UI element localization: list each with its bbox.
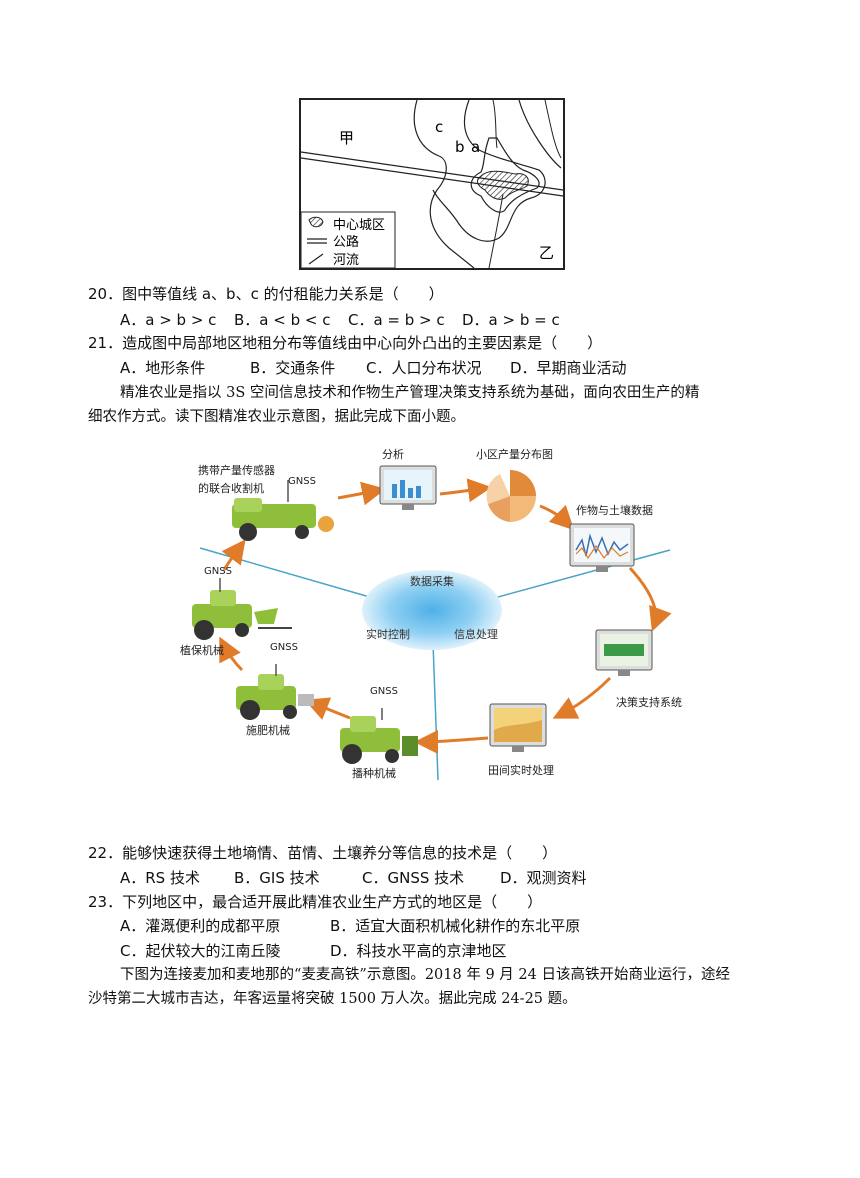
legend-road: 公路: [333, 234, 359, 250]
contour-a: [470, 137, 540, 213]
q20-option-a: A．a > b > c: [120, 311, 217, 329]
q20-option-d: D．a > b = c: [462, 311, 560, 329]
passage-1-line-2: 细农作方式。读下图精准农业示意图，据此完成下面小题。: [88, 409, 465, 425]
q23-option-c: C．起伏较大的江南丘陵: [120, 942, 281, 960]
fertilizer-label: 施肥机械: [246, 723, 290, 737]
analysis-monitor-icon: [379, 465, 437, 510]
q23-option-d: D．科技水平高的京津地区: [330, 942, 507, 960]
q22-option-a: A．RS 技术: [120, 869, 200, 887]
decision-support-monitor-icon: [595, 629, 653, 676]
road: [300, 151, 564, 191]
central-city: [477, 170, 529, 200]
legend-city-icon: [308, 216, 324, 228]
crop-soil-monitor-icon: [569, 523, 635, 572]
passage-2-line-2: 沙特第二大城市吉达，年客运量将突破 1500 万人次。据此完成 24-25 题。: [88, 991, 577, 1007]
center-info-processing: 信息处理: [454, 627, 498, 641]
label-jia: 甲: [339, 129, 354, 147]
q21-option-b: B．交通条件: [250, 359, 336, 377]
plant-protection-tractor-icon: [192, 578, 292, 640]
q23-option-a: A．灌溉便利的成都平原: [120, 917, 281, 935]
label-c: c: [435, 118, 443, 136]
river: [488, 99, 562, 269]
gnss-label-seeder: GNSS: [370, 686, 398, 697]
q21-stem: 21．造成图中局部地区地租分布等值线由中心向外凸出的主要因素是（ ）: [88, 334, 603, 352]
q22-stem: 22．能够快速获得土地墒情、苗情、土壤养分等信息的技术是（ ）: [88, 844, 558, 862]
gnss-label-plant-protection: GNSS: [204, 566, 232, 577]
contour-b: [432, 99, 546, 242]
fertilizer-tractor-icon: [236, 664, 314, 720]
q21-option-c: C．人口分布状况: [366, 359, 482, 377]
contour-c: [413, 99, 562, 269]
field-processing-monitor-icon: [489, 703, 547, 752]
harvester-icon: [232, 480, 334, 541]
label-yi: 乙: [539, 244, 554, 262]
precision-agriculture-diagram: 数据采集 实时控制 信息处理 携带产量传感器 的联合收割机 GNSS 分析 小区: [180, 447, 682, 781]
passage-2-line-1: 下图为连接麦加和麦地那的“麦麦高铁”示意图。2018 年 9 月 24 日该高铁…: [120, 967, 730, 983]
label-a: a: [471, 138, 480, 156]
field-processing-label: 田间实时处理: [488, 763, 554, 777]
land-rent-map: 甲 c b a 乙 中心城区 公路 河流: [299, 98, 565, 270]
yield-map-label: 小区产量分布图: [476, 447, 553, 461]
harvester-label-1: 携带产量传感器: [198, 463, 275, 477]
legend-river: 河流: [333, 253, 359, 268]
passage-1-line-1: 精准农业是指以 3S 空间信息技术和作物生产管理决策支持系统为基础，面向农田生产…: [120, 385, 700, 401]
harvester-label-2: 的联合收割机: [198, 481, 264, 495]
q20-option-b: B．a < b < c: [234, 311, 331, 329]
legend-river-icon: [308, 253, 324, 265]
center-realtime-control: 实时控制: [366, 627, 410, 641]
label-b: b: [455, 138, 465, 156]
legend-city: 中心城区: [333, 218, 385, 233]
q22-option-b: B．GIS 技术: [234, 869, 320, 887]
seeder-label: 播种机械: [352, 766, 396, 780]
q20-stem: 20．图中等值线 a、b、c 的付租能力关系是（ ）: [88, 285, 444, 303]
q22-option-c: C．GNSS 技术: [362, 869, 465, 887]
center-hub: [362, 570, 502, 650]
q20-option-c: C．a = b > c: [348, 311, 445, 329]
gnss-label-harvester: GNSS: [288, 476, 316, 487]
center-data-collection: 数据采集: [410, 574, 454, 588]
q21-option-a: A．地形条件: [120, 359, 206, 377]
q21-option-d: D．早期商业活动: [510, 359, 627, 377]
decision-support-label: 决策支持系统: [616, 695, 682, 709]
crop-soil-label: 作物与土壤数据: [576, 503, 653, 517]
yield-map-icon: [486, 470, 536, 522]
plant-protection-label: 植保机械: [180, 643, 224, 657]
q22-option-d: D．观测资料: [500, 869, 587, 887]
analysis-label: 分析: [382, 447, 404, 461]
q23-option-b: B．适宜大面积机械化耕作的东北平原: [330, 917, 581, 935]
seeder-tractor-icon: [340, 708, 418, 764]
q23-stem: 23．下列地区中，最合适开展此精准农业生产方式的地区是（ ）: [88, 893, 543, 911]
gnss-label-fertilizer: GNSS: [270, 642, 298, 653]
